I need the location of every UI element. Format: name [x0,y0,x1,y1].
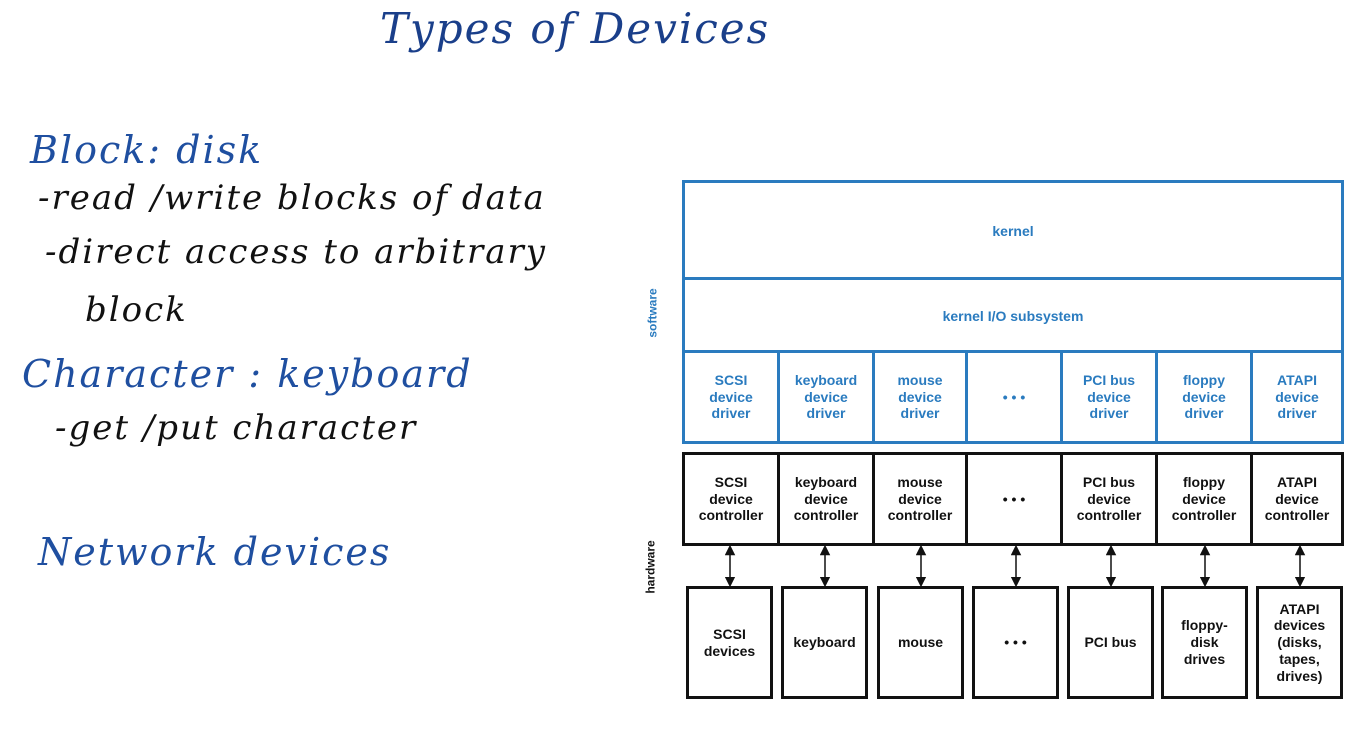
page-title: Types of Devices [380,4,771,53]
driver-pci-bus: PCI bus device driver [1060,350,1158,444]
kernel-box: kernel [682,180,1344,280]
device-keyboard: keyboard [781,586,868,699]
device-scsi: SCSI devices [686,586,773,699]
driver-mouse: mouse device driver [872,350,968,444]
controller-pci-bus: PCI bus device controller [1060,452,1158,546]
hardware-label: hardware [643,540,658,594]
kernel-io-subsystem-box: kernel I/O subsystem [682,277,1344,353]
controller-floppy: floppy device controller [1155,452,1253,546]
device-pci-bus: PCI bus [1067,586,1154,699]
driver-atapi: ATAPI device driver [1250,350,1344,444]
device-floppy: floppy- disk drives [1161,586,1248,699]
controller-mouse: mouse device controller [872,452,968,546]
device-atapi: ATAPI devices (disks, tapes, drives) [1256,586,1343,699]
controller-atapi: ATAPI device controller [1250,452,1344,546]
driver-keyboard: keyboard device driver [777,350,875,444]
network-heading: Network devices [38,530,392,574]
character-heading: Character : keyboard [22,352,473,396]
controller-keyboard: keyboard device controller [777,452,875,546]
block-line-3: block [85,290,188,330]
controller-ellipsis: • • • [965,452,1063,546]
device-ellipsis: • • • [972,586,1059,699]
character-line-1: -get /put character [55,408,418,448]
driver-ellipsis: • • • [965,350,1063,444]
driver-floppy: floppy device driver [1155,350,1253,444]
device-mouse: mouse [877,586,964,699]
block-line-2: -direct access to arbitrary [45,232,547,272]
block-heading: Block: disk [30,128,264,172]
controller-scsi: SCSI device controller [682,452,780,546]
block-line-1: -read /write blocks of data [38,178,546,218]
driver-scsi: SCSI device driver [682,350,780,444]
software-label: software [645,288,660,338]
